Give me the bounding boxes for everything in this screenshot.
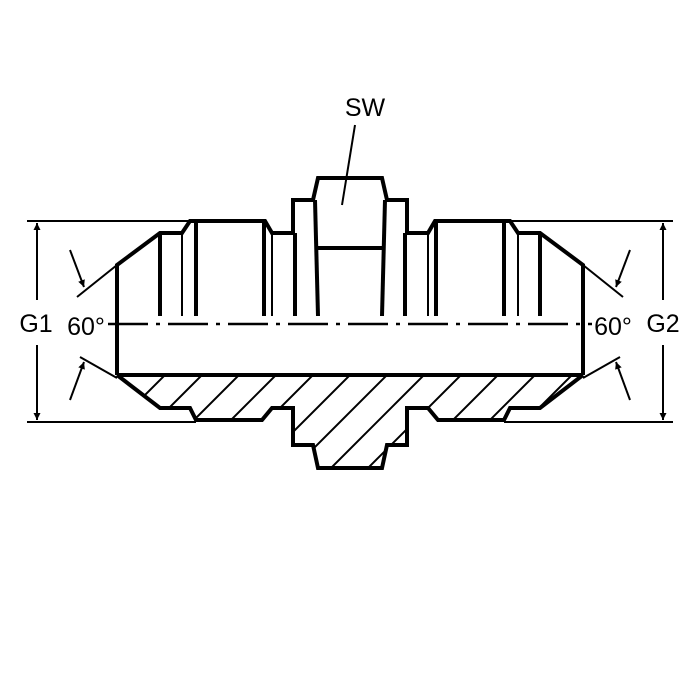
hatch-line: [577, 375, 583, 468]
angle-arrow: [615, 361, 631, 401]
hatch-line: [540, 375, 583, 468]
dimension-lines: [27, 124, 673, 423]
angle-left-label: 60°: [67, 313, 105, 341]
hatch-line: [503, 375, 583, 468]
angle-arrow: [615, 249, 631, 288]
sw-label: SW: [345, 94, 386, 122]
hatch-line: [318, 375, 440, 468]
g1-label: G1: [19, 310, 52, 338]
angle-right-label: 60°: [594, 313, 632, 341]
fitting-outline: [115, 176, 585, 470]
section-hatching: [117, 360, 700, 480]
hatch-line: [652, 360, 700, 480]
g2-label: G2: [646, 310, 679, 338]
angle-arrow: [69, 249, 85, 288]
sw-leader-line: [341, 124, 356, 206]
angle-arrow: [69, 361, 85, 401]
hatch-line: [615, 360, 700, 480]
hatch-line: [689, 360, 700, 480]
